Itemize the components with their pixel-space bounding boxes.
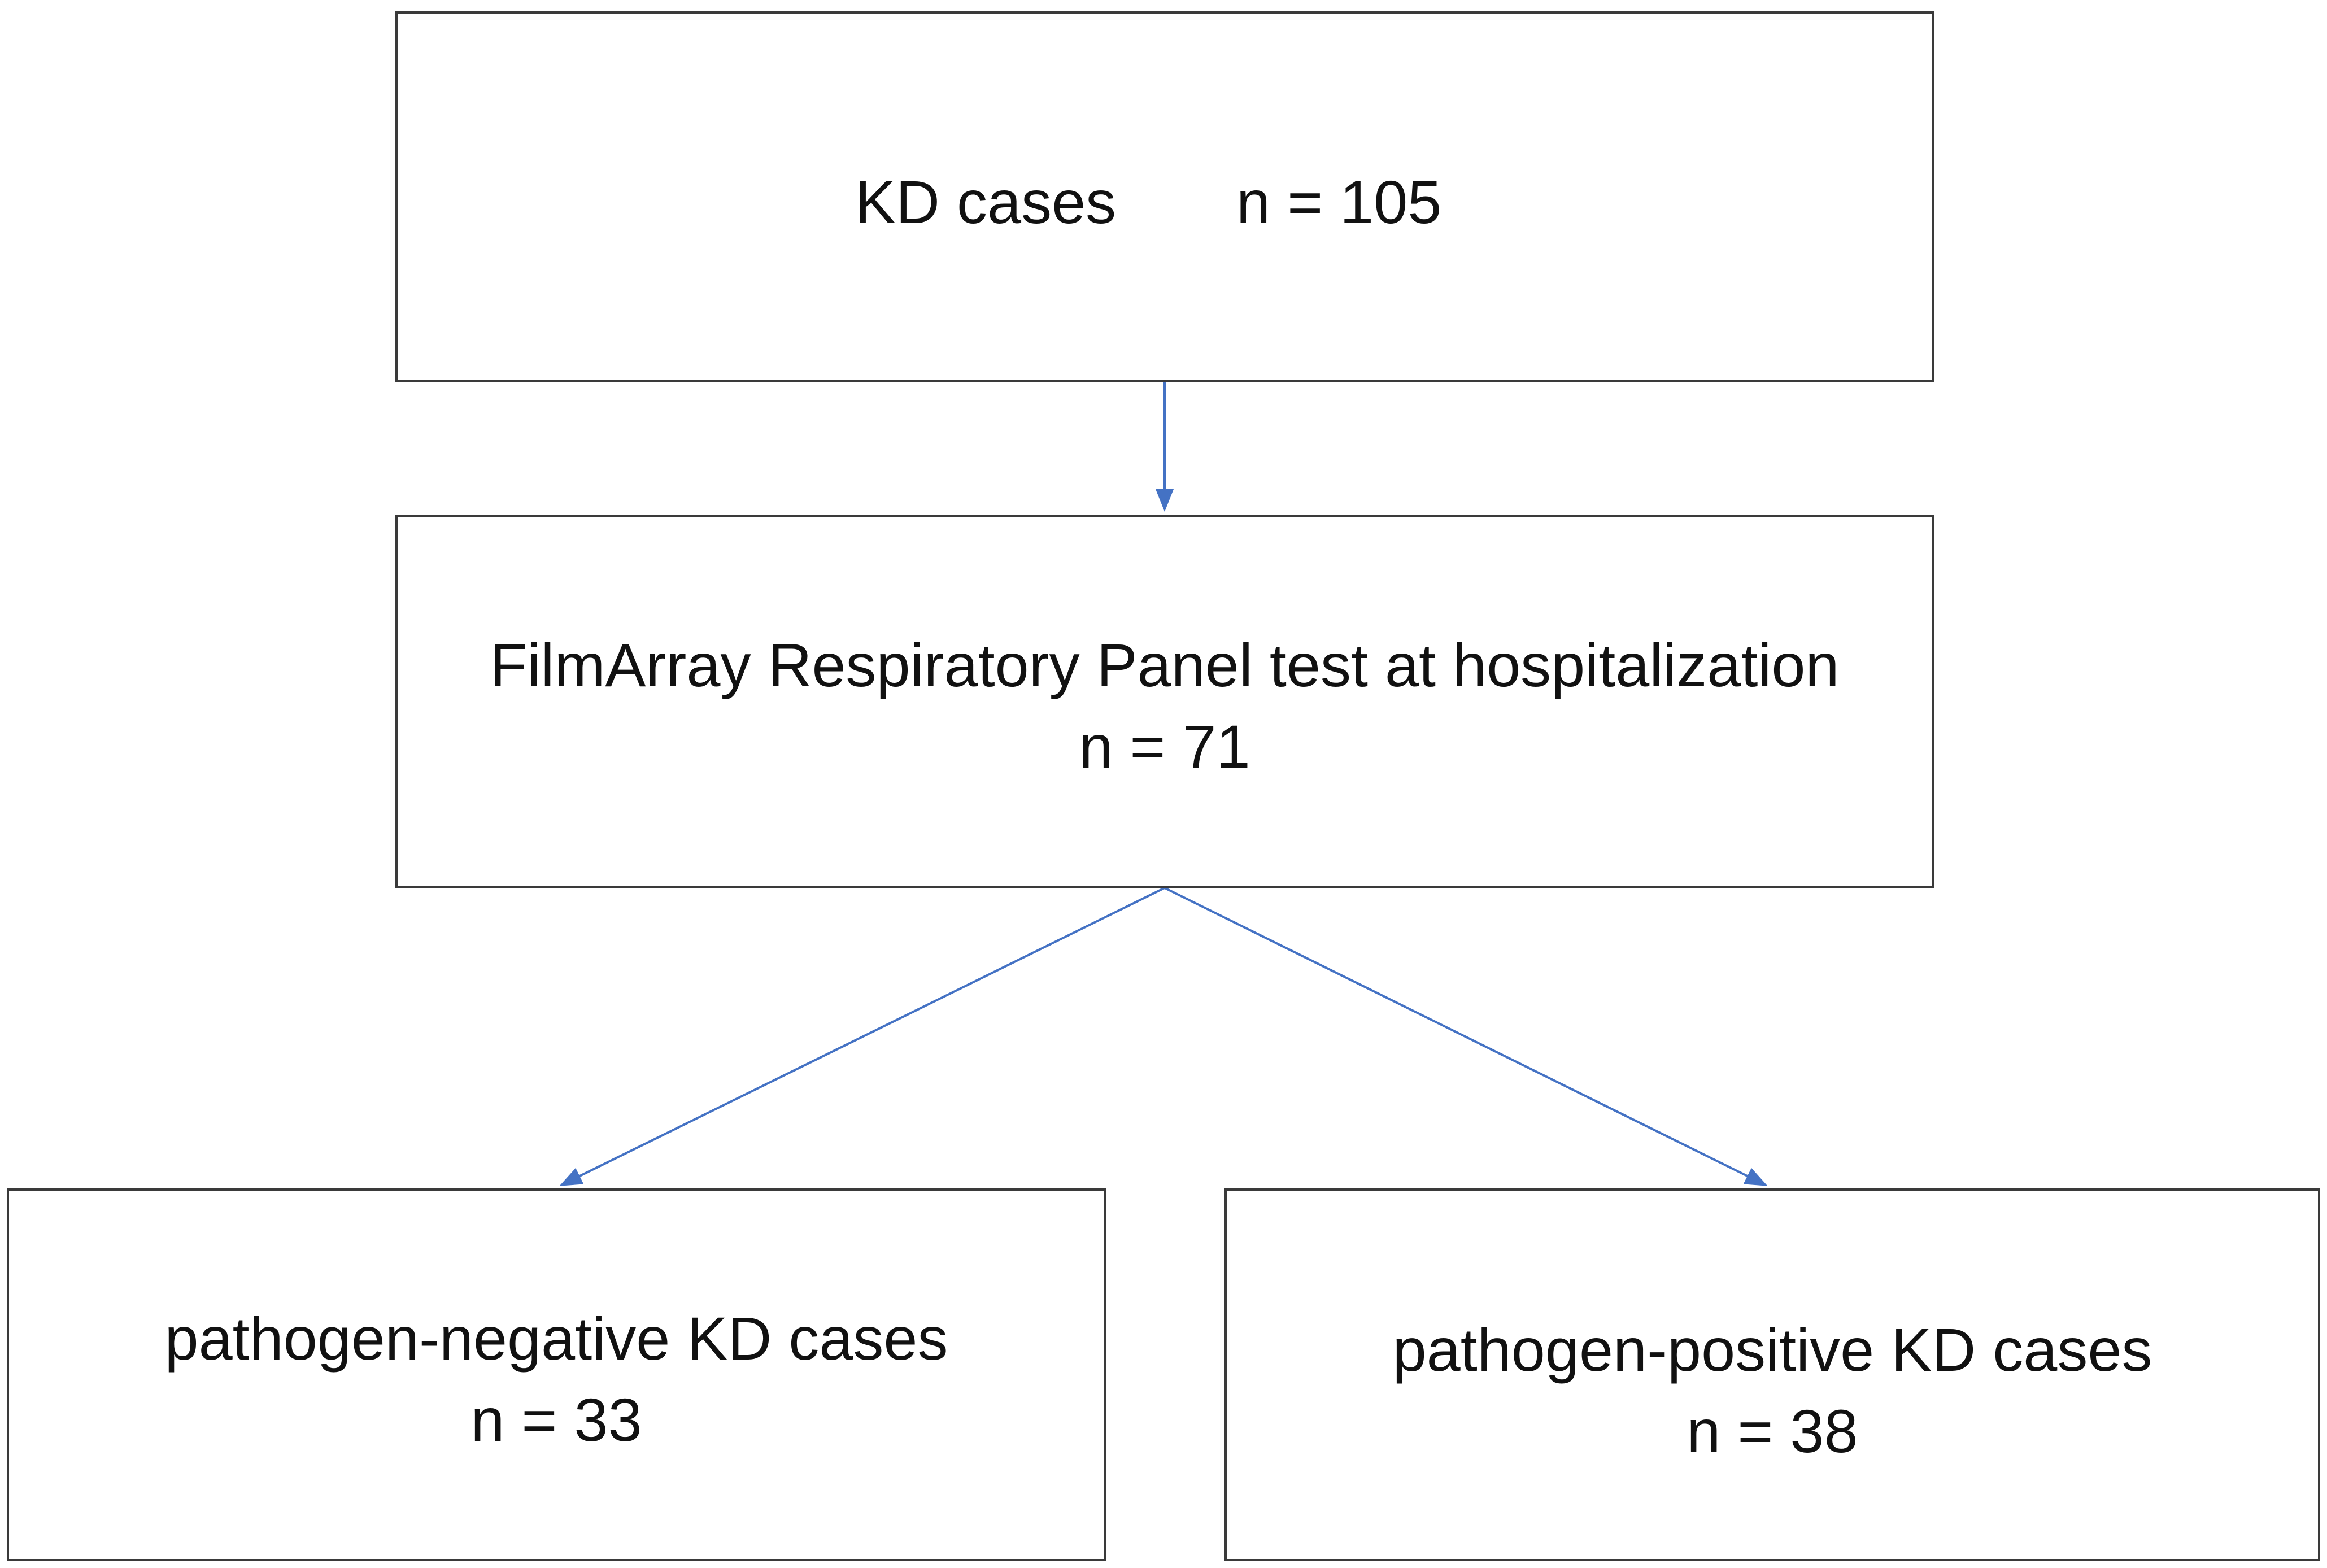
arrow-middle-to-left [559, 887, 1165, 1186]
kd-cases-count: n = 105 [1236, 168, 1442, 236]
pathogen-positive-label: pathogen-positive KD cases [1392, 1316, 2152, 1384]
pathogen-negative-label: pathogen-negative KD cases [164, 1304, 948, 1373]
pathogen-positive-count: n = 38 [1687, 1397, 1858, 1465]
box-pathogen-negative: pathogen-negative KD cases n = 33 [7, 1188, 1106, 1561]
pathogen-negative-count: n = 33 [470, 1386, 642, 1454]
filmarray-test-count: n = 71 [1079, 712, 1250, 781]
arrow-middle-to-right [1164, 887, 1768, 1186]
box-pathogen-positive: pathogen-positive KD cases n = 38 [1224, 1188, 2320, 1561]
kd-cases-label: KD cases [855, 168, 1117, 236]
filmarray-test-label: FilmArray Respiratory Panel test at hosp… [490, 631, 1840, 699]
box-filmarray-test: FilmArray Respiratory Panel test at hosp… [395, 515, 1934, 888]
box-kd-cases: KD cases n = 105 [395, 11, 1934, 382]
